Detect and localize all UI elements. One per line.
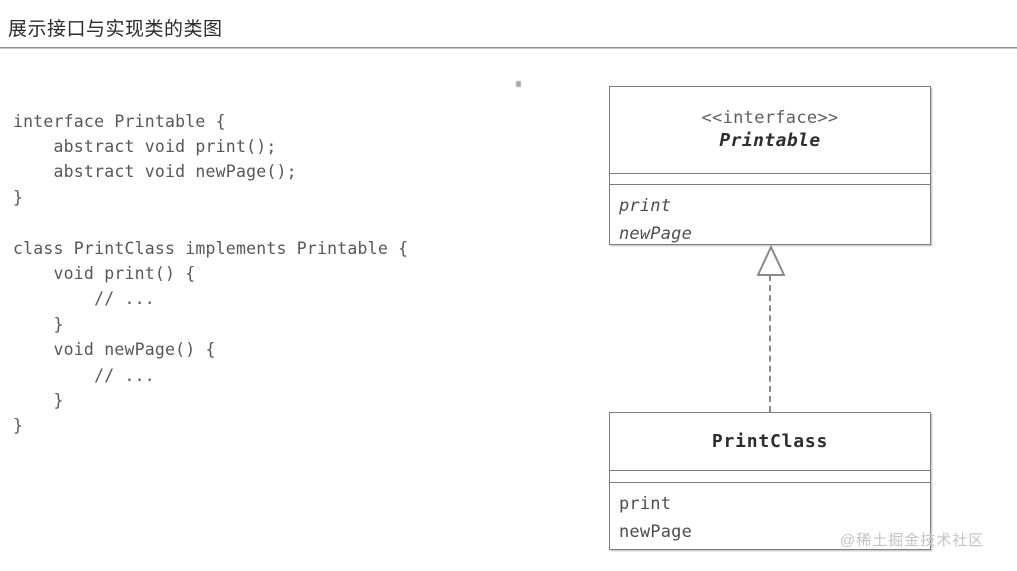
printclass-header-compartment: PrintClass: [610, 413, 930, 470]
watermark: @稀土掘金技术社区: [840, 532, 985, 549]
printclass-attributes-compartment: [610, 470, 930, 482]
printable-operation-newpage: newPage: [619, 224, 693, 243]
printable-stereotype: <<interface>>: [701, 108, 839, 128]
printable-attributes-compartment: [610, 173, 930, 184]
uml-class-printable[interactable]: <<interface>> Printable print newPage: [609, 86, 931, 245]
realization-dashed-line: [769, 275, 771, 412]
printclass-operation-newpage: newPage: [619, 522, 693, 542]
code-listing: interface Printable { abstract void prin…: [13, 111, 409, 436]
printclass-operations-compartment: print newPage: [610, 482, 930, 548]
printclass-class-name: PrintClass: [711, 430, 829, 452]
printable-class-name: Printable: [719, 130, 821, 151]
scan-speck-artifact: [516, 81, 521, 87]
title-divider: [0, 47, 1017, 49]
printable-header-compartment: <<interface>> Printable: [610, 87, 930, 173]
realization-hollow-triangle-icon: [756, 245, 786, 276]
printable-operation-print: print: [619, 196, 672, 216]
page-title: 展示接口与实现类的类图: [8, 19, 223, 40]
printable-operations-compartment: print newPage: [610, 184, 930, 243]
printclass-operation-print: print: [619, 494, 672, 514]
uml-class-printclass[interactable]: PrintClass print newPage: [609, 412, 931, 550]
